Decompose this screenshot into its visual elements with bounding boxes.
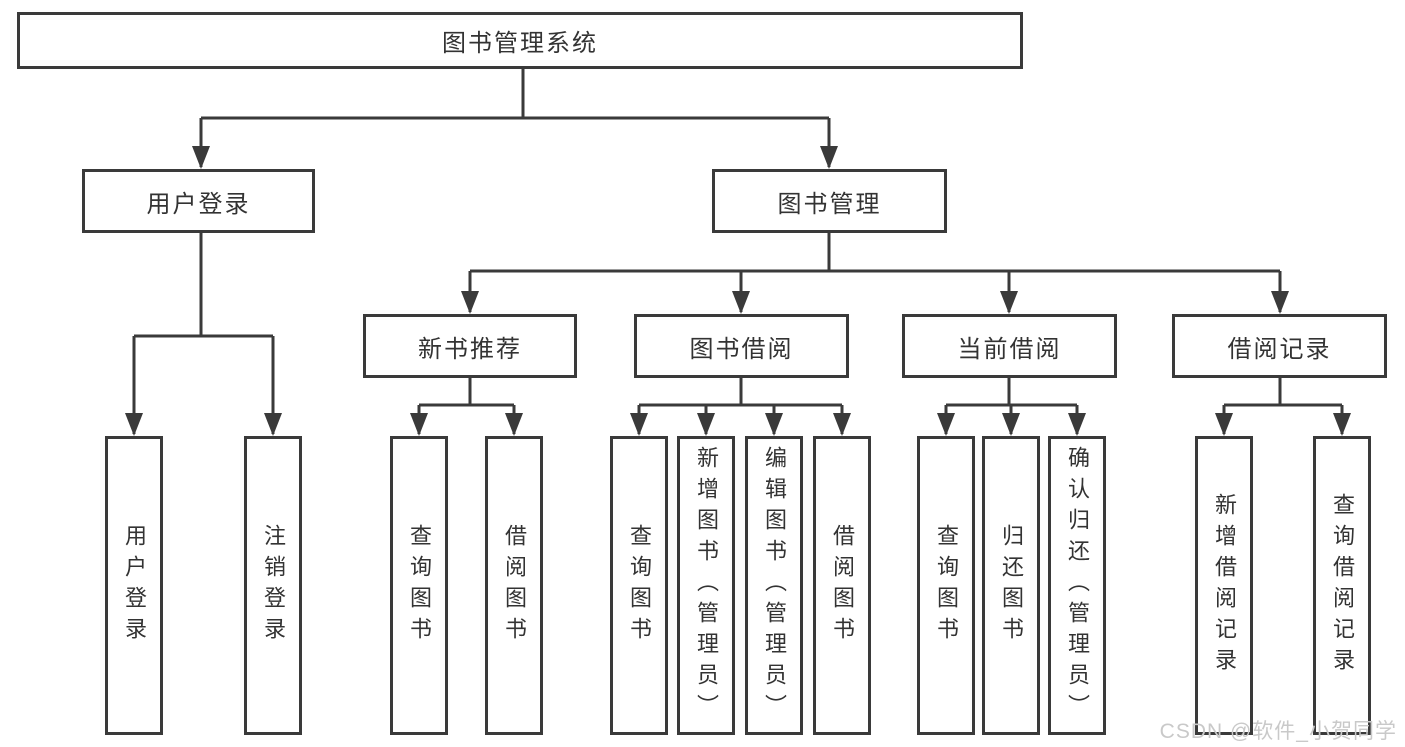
- node-book-management: 图书管理: [712, 169, 947, 233]
- node-new-book-recommend: 新书推荐: [363, 314, 577, 378]
- node-leaf-confirm-return-admin: 确认归还（管理员）: [1048, 436, 1106, 735]
- node-label-leaf-add-borrow-record: 新增借阅记录: [1212, 492, 1237, 679]
- node-leaf-borrow-books-recommend: 借阅图书: [485, 436, 543, 735]
- arrowhead-down-icon: [192, 146, 210, 169]
- arrowhead-down-icon: [697, 413, 715, 436]
- arrowhead-down-icon: [1333, 413, 1351, 436]
- node-label-leaf-confirm-return-admin: 确认归还（管理员）: [1065, 446, 1090, 725]
- node-label-leaf-query-borrow-record: 查询借阅记录: [1330, 492, 1355, 679]
- arrowhead-down-icon: [125, 413, 143, 436]
- node-label-root: 图书管理系统: [442, 30, 598, 57]
- node-label-leaf-logout: 注销登录: [261, 523, 286, 648]
- arrowhead-down-icon: [461, 291, 479, 314]
- node-label-new-book-recommend: 新书推荐: [418, 335, 522, 363]
- arrowhead-down-icon: [630, 413, 648, 436]
- node-leaf-return-books: 归还图书: [982, 436, 1040, 735]
- arrowhead-down-icon: [410, 413, 428, 436]
- node-label-leaf-add-books-admin: 新增图书（管理员）: [694, 446, 719, 725]
- watermark: CSDN @软件_小贺同学: [1159, 720, 1397, 743]
- node-label-book-borrowing: 图书借阅: [689, 335, 794, 363]
- node-label-user-login: 用户登录: [146, 190, 251, 218]
- node-label-leaf-query-books-borrowing: 查询图书: [627, 523, 652, 648]
- arrowhead-down-icon: [833, 413, 851, 436]
- arrowhead-down-icon: [1068, 413, 1086, 436]
- arrowhead-down-icon: [264, 413, 282, 436]
- node-label-leaf-return-books: 归还图书: [999, 523, 1024, 648]
- node-leaf-query-borrow-record: 查询借阅记录: [1313, 436, 1371, 735]
- arrowhead-down-icon: [820, 146, 838, 169]
- node-label-leaf-borrow-books-borrowing: 借阅图书: [830, 523, 855, 648]
- node-leaf-query-books-current: 查询图书: [917, 436, 975, 735]
- node-root: 图书管理系统: [17, 12, 1023, 69]
- node-leaf-query-books-borrowing: 查询图书: [610, 436, 668, 735]
- arrowhead-down-icon: [1271, 291, 1289, 314]
- node-leaf-edit-books-admin: 编辑图书（管理员）: [745, 436, 803, 735]
- node-label-leaf-edit-books-admin: 编辑图书（管理员）: [762, 446, 787, 725]
- node-leaf-logout: 注销登录: [244, 436, 302, 735]
- node-leaf-query-books-recommend: 查询图书: [390, 436, 448, 735]
- arrowhead-down-icon: [1215, 413, 1233, 436]
- arrowhead-down-icon: [937, 413, 955, 436]
- node-label-leaf-borrow-books-recommend: 借阅图书: [502, 523, 527, 648]
- node-leaf-user-login: 用户登录: [105, 436, 163, 735]
- arrowhead-down-icon: [505, 413, 523, 436]
- node-label-leaf-query-books-recommend: 查询图书: [407, 523, 432, 648]
- arrowhead-down-icon: [1000, 291, 1018, 314]
- node-label-leaf-query-books-current: 查询图书: [934, 523, 959, 648]
- arrowhead-down-icon: [1002, 413, 1020, 436]
- node-user-login: 用户登录: [82, 169, 315, 233]
- node-label-leaf-user-login: 用户登录: [122, 523, 147, 648]
- node-leaf-borrow-books-borrowing: 借阅图书: [813, 436, 871, 735]
- node-label-book-management: 图书管理: [777, 190, 882, 218]
- node-current-borrowing: 当前借阅: [902, 314, 1117, 378]
- node-book-borrowing: 图书借阅: [634, 314, 849, 378]
- arrowhead-down-icon: [732, 291, 750, 314]
- arrowhead-down-icon: [765, 413, 783, 436]
- node-label-borrowing-records: 借阅记录: [1227, 335, 1332, 363]
- node-leaf-add-books-admin: 新增图书（管理员）: [677, 436, 735, 735]
- node-leaf-add-borrow-record: 新增借阅记录: [1195, 436, 1253, 735]
- node-borrowing-records: 借阅记录: [1172, 314, 1387, 378]
- node-label-current-borrowing: 当前借阅: [957, 335, 1062, 363]
